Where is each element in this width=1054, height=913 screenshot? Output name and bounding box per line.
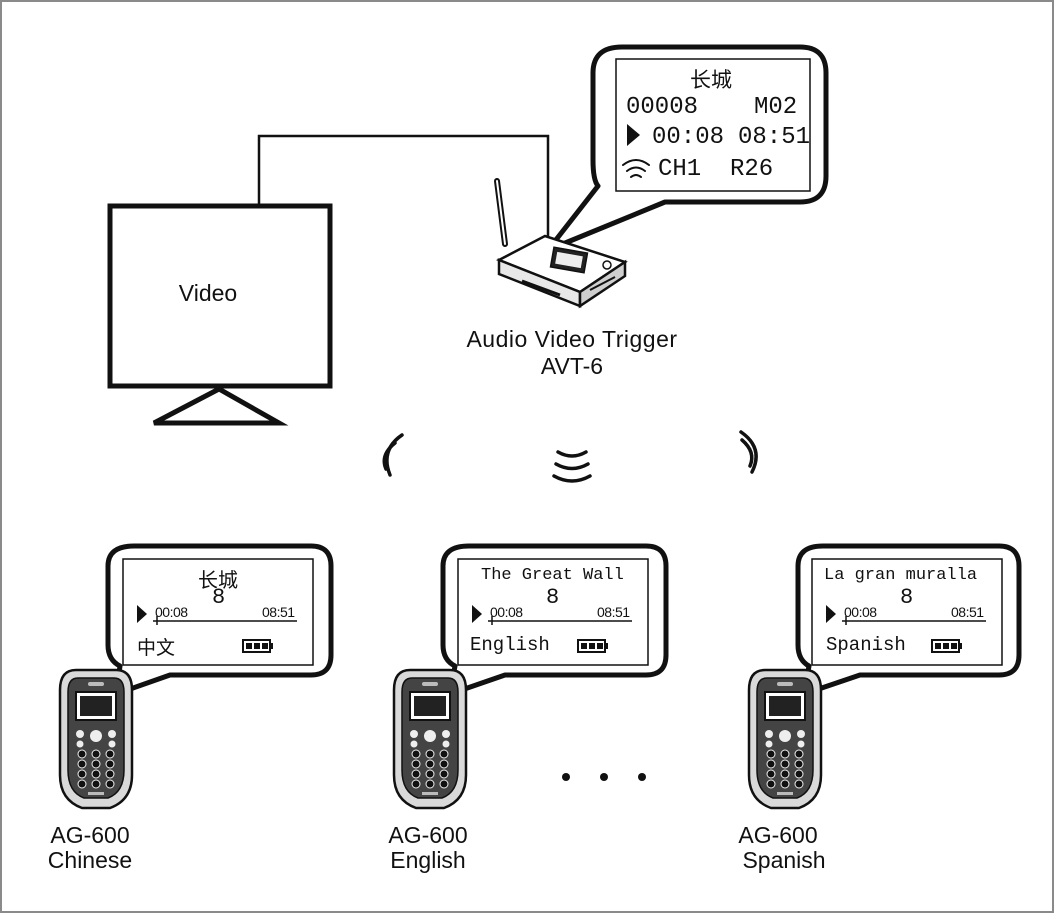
trigger-lcd-title: 长城 <box>690 68 732 92</box>
trigger-name: Audio Video Trigger <box>466 326 678 352</box>
receiver-language-spanish: Spanish <box>742 847 826 873</box>
receiver-lcd-language: 中文 <box>137 637 176 659</box>
receiver-device-english <box>392 668 468 810</box>
video-monitor-screen <box>107 203 333 389</box>
receiver-language-chinese: Chinese <box>47 847 133 873</box>
video-monitor-stand <box>152 386 289 426</box>
trigger-lcd-receivers: R26 <box>730 156 774 183</box>
trigger-lcd-mode: M02 <box>754 94 798 121</box>
receiver-lcd-language: Spanish <box>826 634 906 656</box>
receiver-lcd-spanish <box>811 558 1003 666</box>
receiver-lcd-track: 8 <box>212 585 226 610</box>
receiver-model-chinese: AG-600 <box>50 822 130 848</box>
receiver-lcd-title: The Great Wall <box>481 566 624 585</box>
receiver-lcd-language: English <box>470 634 550 656</box>
receiver-lcd-english <box>457 558 649 666</box>
receiver-lcd-track: 8 <box>900 585 914 610</box>
battery-icon <box>242 639 273 653</box>
wireless-signal-icon <box>382 430 758 483</box>
play-icon <box>826 605 836 623</box>
trigger-lcd-channel: CH1 <box>658 156 702 183</box>
trigger-lcd-total: 08:51 <box>738 124 811 151</box>
receiver-lcd-elapsed: 00:08 <box>155 604 188 620</box>
play-icon <box>627 124 640 146</box>
receiver-lcd-total: 08:51 <box>951 604 984 620</box>
receiver-lcd-total: 08:51 <box>597 604 630 620</box>
receiver-lcd-chinese <box>122 558 314 666</box>
trigger-device <box>494 178 628 309</box>
receiver-device-spanish <box>747 668 823 810</box>
trigger-model: AVT-6 <box>540 353 604 379</box>
play-icon <box>137 605 147 623</box>
trigger-lcd <box>615 58 811 192</box>
battery-icon <box>577 639 608 653</box>
video-cable <box>257 134 550 238</box>
trigger-lcd-elapsed: 00:08 <box>652 124 725 151</box>
receiver-lcd-track: 8 <box>546 585 560 610</box>
monitor-label: Video <box>178 280 238 306</box>
battery-icon <box>931 639 962 653</box>
receiver-lcd-title: 长城 <box>198 568 238 592</box>
receiver-model-english: AG-600 <box>388 822 468 848</box>
more-receivers-dots <box>562 773 646 781</box>
receiver-lcd-title: La gran muralla <box>824 566 978 585</box>
receiver-lcd-total: 08:51 <box>262 604 295 620</box>
wifi-icon <box>622 159 650 178</box>
play-icon <box>472 605 482 623</box>
receiver-lcd-elapsed: 00:08 <box>490 604 523 620</box>
trigger-lcd-track: 00008 <box>626 94 699 121</box>
receiver-device-chinese <box>58 668 134 810</box>
receiver-language-english: English <box>390 847 466 873</box>
receiver-model-spanish: AG-600 <box>738 822 818 848</box>
receiver-lcd-elapsed: 00:08 <box>844 604 877 620</box>
